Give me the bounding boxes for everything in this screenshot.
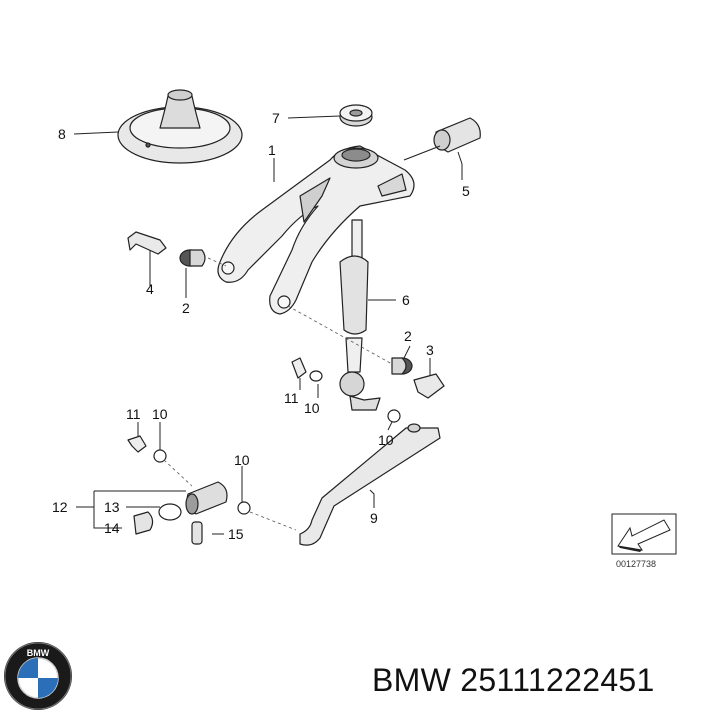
callout-5: 5 — [462, 183, 470, 199]
callout-10-lower: 10 — [378, 432, 394, 448]
part-4-clip — [127, 231, 167, 255]
callout-13: 13 — [104, 499, 120, 515]
callout-12: 12 — [52, 499, 68, 515]
arrow-icon — [617, 519, 671, 551]
callout-2-right: 2 — [404, 328, 412, 344]
part-number-caption: BMW 25111222451 — [372, 662, 655, 698]
part-15-pin — [191, 521, 203, 545]
part-7-ring — [339, 104, 373, 127]
part-14-bushing — [133, 511, 154, 535]
part-8-shift-boot — [117, 89, 243, 164]
part-9-rod — [299, 423, 441, 546]
part-11-clip-left — [127, 435, 147, 453]
part-3-clip — [413, 373, 445, 399]
part-12-joint — [185, 481, 228, 515]
callout-10-left: 10 — [152, 406, 168, 422]
direction-arrow-box: 00127738 — [611, 513, 677, 569]
logo-text: BMW — [27, 648, 50, 658]
callout-10-mid: 10 — [304, 400, 320, 416]
callout-15: 15 — [228, 526, 244, 542]
leader-lines — [73, 115, 463, 535]
callout-10-right: 10 — [234, 452, 250, 468]
part-13-ring — [158, 503, 182, 521]
part-2-bearing-right — [391, 357, 413, 375]
callout-4: 4 — [146, 281, 154, 297]
part-1-bracket — [217, 145, 441, 315]
part-11-clip-mid — [291, 357, 307, 379]
part-10-washer-right — [237, 501, 251, 515]
callout-11-mid: 11 — [284, 390, 299, 406]
callout-3: 3 — [426, 342, 434, 358]
callout-11-left: 11 — [126, 406, 141, 422]
callout-1: 1 — [268, 142, 276, 158]
diagram-id: 00127738 — [616, 559, 656, 569]
callout-6: 6 — [402, 292, 410, 308]
bmw-logo: BMW — [4, 642, 72, 710]
part-10-washer-mid — [309, 370, 323, 382]
callout-14: 14 — [104, 520, 120, 536]
callout-2-left: 2 — [182, 300, 190, 316]
callout-9: 9 — [370, 510, 378, 526]
part-6-lever — [339, 219, 381, 411]
part-5-bushing — [433, 117, 481, 153]
callout-8: 8 — [58, 126, 66, 142]
part-10-washer-lower — [387, 409, 401, 423]
part-2-bearing-left — [179, 249, 206, 267]
assembly-lines — [163, 257, 393, 531]
callout-7: 7 — [272, 110, 280, 126]
